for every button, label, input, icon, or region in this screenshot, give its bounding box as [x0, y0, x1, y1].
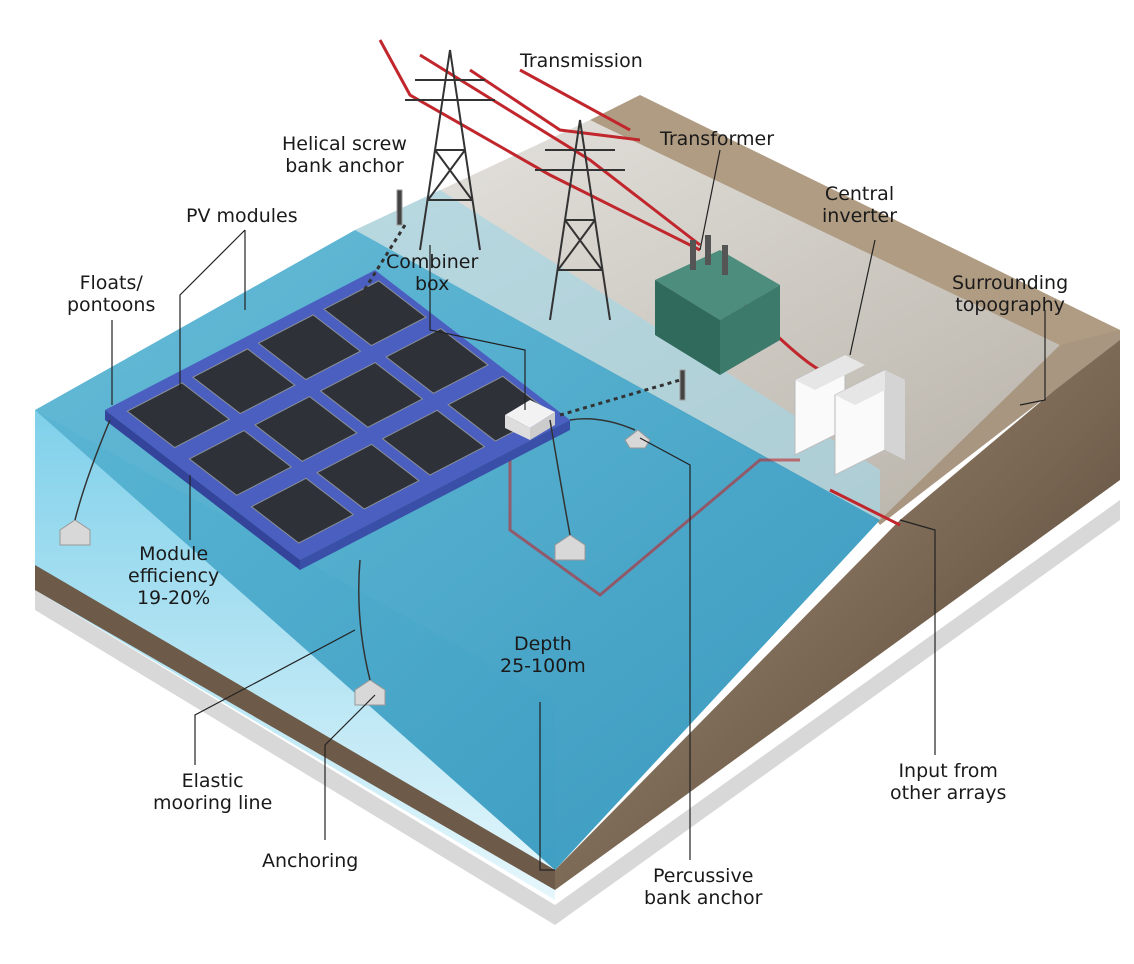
label-surrounding-topography: Surrounding topography	[952, 272, 1069, 316]
label-helical-anchor: Helical screw bank anchor	[282, 133, 407, 177]
transmission-tower-1	[405, 49, 495, 251]
combiner-box	[505, 400, 555, 440]
mooring-lines	[74, 224, 681, 681]
sediment-layer	[35, 565, 555, 890]
label-depth: Depth 25-100m	[500, 633, 586, 677]
pv-panel	[254, 396, 358, 462]
pv-panel	[126, 382, 231, 449]
water-shallows	[355, 190, 880, 520]
label-transformer: Transformer	[660, 128, 775, 150]
pv-panel	[385, 328, 489, 394]
percussive-anchor	[624, 429, 651, 449]
label-anchoring: Anchoring	[262, 850, 359, 872]
helical-anchor	[396, 189, 403, 226]
water-front-face	[35, 410, 555, 900]
soil-back	[590, 95, 1120, 345]
transmission-tower-2	[535, 119, 625, 321]
label-transmission: Transmission	[520, 50, 643, 72]
pv-panel	[250, 477, 355, 544]
label-pv-modules: PV modules	[186, 205, 298, 227]
pv-panel	[191, 348, 296, 415]
transformer	[655, 235, 780, 375]
label-percussive-anchor: Percussive bank anchor	[644, 865, 763, 909]
transmission-lines	[378, 39, 701, 252]
label-floats-pontoons: Floats/ pontoons	[67, 272, 156, 316]
pv-panel	[316, 443, 420, 510]
anchors	[59, 189, 686, 706]
label-combiner-box: Combiner box	[386, 251, 479, 295]
pv-panel	[257, 314, 362, 381]
pv-panel	[188, 430, 293, 496]
pv-panel	[381, 409, 486, 476]
soil-right-face	[555, 335, 1120, 890]
central-inverters	[794, 354, 905, 476]
anchor-block	[554, 534, 586, 561]
label-module-efficiency: Module efficiency 19-20%	[128, 543, 220, 609]
anchor-block	[59, 519, 91, 546]
pv-panel	[323, 280, 427, 347]
leader-lines	[111, 149, 1046, 871]
cable-other-arrays	[829, 488, 901, 527]
shore-post	[679, 369, 686, 401]
label-central-inverter: Central inverter	[822, 183, 898, 227]
anchor-block	[354, 679, 386, 706]
label-elastic-mooring: Elastic mooring line	[153, 770, 273, 814]
label-input-other-arrays: Input from other arrays	[890, 760, 1007, 804]
pv-panel	[319, 362, 424, 428]
